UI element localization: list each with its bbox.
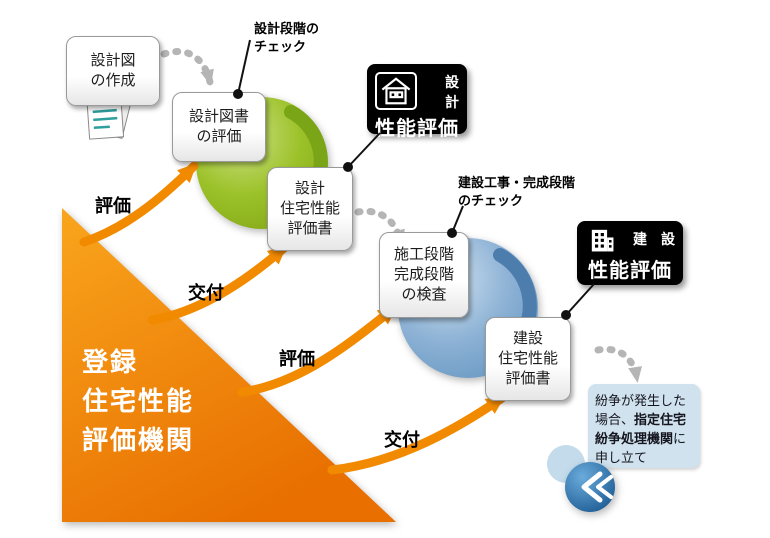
organization-name: 登録 住宅性能 評価機関	[82, 348, 195, 456]
badge-category-design: 設 計	[445, 74, 473, 110]
label-evaluation-construction: 評価	[279, 349, 315, 369]
issuance-arrow-design	[147, 243, 289, 325]
house-icon	[375, 71, 417, 110]
step-construction-report: 建設 住宅性能 評価書	[485, 317, 571, 401]
label-issuance-construction: 交付	[384, 430, 420, 450]
callout-construction-check: 建設工事・完成段階 のチェック	[458, 175, 576, 209]
evaluation-arrow-design	[79, 161, 199, 247]
badge-category-construction: 建 設	[633, 231, 675, 247]
dispute-note-emphasis: 指定住宅紛争処理機関	[595, 411, 687, 446]
design-evaluation-badge: 設 計 性能評価	[367, 64, 473, 140]
label-evaluation-design: 評価	[95, 196, 131, 216]
issuance-arrow-construction	[327, 393, 507, 475]
label-issuance-design: 交付	[188, 283, 224, 303]
step-inspection: 施工段階 完成段階 の検査	[379, 232, 469, 318]
dispute-note-pre: 紛争が発生した場合、	[595, 393, 687, 427]
dotted-arrow-plans-to-evaluation	[160, 48, 214, 86]
construction-evaluation-badge: 建 設 性能評価	[577, 221, 683, 285]
badge-label-construction: 性能評価	[588, 260, 672, 282]
building-icon	[585, 226, 619, 254]
evaluation-arrow-construction	[237, 303, 399, 397]
dispute-note: 紛争が発生した場合、指定住宅紛争処理機関に申し立て	[588, 384, 700, 468]
step-evaluate-plans: 設計図書 の評価	[172, 92, 266, 162]
badge-label-design: 性能評価	[375, 118, 459, 140]
step-design-report: 設計 住宅性能 評価書	[267, 167, 353, 251]
callout-design-check: 設計段階の チェック	[254, 21, 320, 55]
step-create-plans: 設計図 の作成	[66, 36, 160, 106]
dotted-arrow-construction-report-to-dispute	[594, 345, 643, 383]
dispute-note-post: に申し立て	[595, 430, 687, 465]
evaluation-organization-triangle	[62, 208, 396, 522]
